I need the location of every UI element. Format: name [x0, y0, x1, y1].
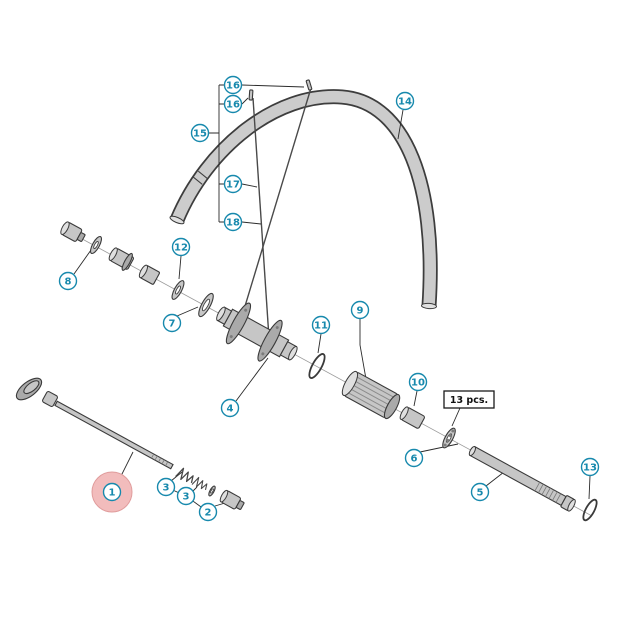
spacer-part: [399, 406, 425, 429]
callout-13[interactable]: 13: [580, 457, 600, 477]
ball-bearing-retainer: [442, 427, 456, 449]
callout-number: 3: [163, 482, 170, 493]
callout-2[interactable]: 2: [198, 502, 218, 522]
callout-circle: [190, 123, 210, 143]
callout-12[interactable]: 12: [171, 237, 191, 257]
callout-number: 2: [205, 507, 212, 518]
wheel-rim: [169, 89, 438, 310]
callout-circle: [176, 486, 196, 506]
skewer-washer: [208, 485, 216, 497]
callout-17[interactable]: 17: [223, 174, 243, 194]
callout-14[interactable]: 14: [395, 91, 415, 111]
o-ring-part: [308, 353, 326, 379]
lever-housing: [42, 391, 58, 407]
callout-number: 10: [411, 377, 425, 388]
spoke-nipple-left: [248, 89, 254, 101]
callout-8[interactable]: 8: [58, 271, 78, 291]
callout-circle: [220, 398, 240, 418]
callout-number: 17: [226, 179, 240, 190]
freehub-body: [341, 370, 401, 420]
callout-7[interactable]: 7: [162, 313, 182, 333]
adjusting-nut: [219, 489, 245, 510]
callout-circle: [223, 212, 243, 232]
callout-10[interactable]: 10: [408, 372, 428, 392]
callout-number: 5: [477, 487, 484, 498]
callout-number: 11: [314, 320, 328, 331]
seal-ring-part: [198, 292, 214, 318]
callout-number: 18: [226, 217, 240, 228]
callout-number: 9: [357, 305, 364, 316]
callout-4[interactable]: 4: [220, 398, 240, 418]
callout-5[interactable]: 5: [470, 482, 490, 502]
callout-number: 16: [226, 80, 240, 91]
callout-16-bottom[interactable]: 16: [223, 94, 243, 114]
callout-number: 8: [65, 276, 72, 287]
callout-circle: [350, 300, 370, 320]
callout-circle: [580, 457, 600, 477]
callout-number: 13: [583, 462, 597, 473]
callout-circle: [162, 313, 182, 333]
callout-circle: [58, 271, 78, 291]
callout-circle: [470, 482, 490, 502]
spokes: [238, 87, 312, 339]
snap-ring-part: [582, 498, 598, 522]
hub-body: [216, 302, 298, 362]
callout-circle: [171, 237, 191, 257]
callout-11[interactable]: 11: [311, 315, 331, 335]
callout-circle: [223, 75, 243, 95]
callout-16-top[interactable]: 16: [223, 75, 243, 95]
pcs-label: 13 pcs.: [450, 395, 488, 406]
callout-circle: [223, 174, 243, 194]
callout-number: 7: [169, 318, 176, 329]
callout-18[interactable]: 18: [223, 212, 243, 232]
callout-number: 3: [183, 491, 190, 502]
callout-6[interactable]: 6: [404, 448, 424, 468]
callout-9[interactable]: 9: [350, 300, 370, 320]
leader-lines: [73, 84, 591, 513]
callout-number: 14: [398, 96, 412, 107]
axle-part: [468, 445, 576, 512]
callout-circle: [156, 477, 176, 497]
callout-number: 16: [226, 99, 240, 110]
cone-part: [108, 247, 134, 271]
dust-cap-part: [138, 264, 160, 285]
spoke-nipple-right: [305, 79, 313, 91]
callout-circle: [198, 502, 218, 522]
callout-15[interactable]: 15: [190, 123, 210, 143]
callout-number: 12: [174, 242, 188, 253]
callout-number: 6: [411, 453, 418, 464]
callout-number: 15: [193, 128, 207, 139]
quick-release-lever: [15, 377, 43, 401]
washer-part: [89, 235, 103, 255]
spring-part-right: [191, 476, 208, 491]
callout-1[interactable]: 1: [91, 471, 133, 513]
callout-number: 1: [109, 487, 116, 498]
seal-washer-part: [171, 280, 185, 300]
callout-3-left[interactable]: 3: [156, 477, 176, 497]
callout-circle: [223, 94, 243, 114]
callout-3-right[interactable]: 3: [176, 486, 196, 506]
end-cap-part: [60, 221, 86, 242]
skewer-rod: [54, 400, 174, 470]
callout-circle: [102, 482, 122, 502]
callout-number: 4: [227, 403, 234, 414]
pcs-annotation: 13 pcs.: [443, 390, 495, 409]
callout-circle: [395, 91, 415, 111]
callout-circle: [404, 448, 424, 468]
callout-circle: [311, 315, 331, 335]
callout-circle: [408, 372, 428, 392]
spring-part-left: [175, 467, 194, 484]
